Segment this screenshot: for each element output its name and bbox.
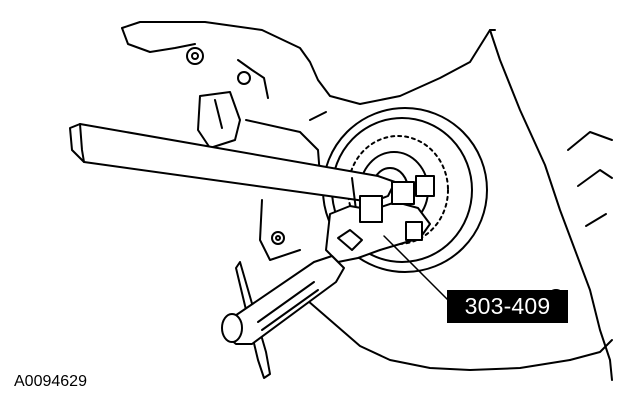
callout-leader-line: [383, 235, 449, 301]
figure-id-label: A0094629: [14, 373, 87, 390]
holding-bar: [69, 123, 396, 211]
t-handle-driver: [221, 255, 345, 379]
tool-number-callout: 303-409: [447, 290, 568, 323]
socket-assembly: [325, 175, 435, 263]
